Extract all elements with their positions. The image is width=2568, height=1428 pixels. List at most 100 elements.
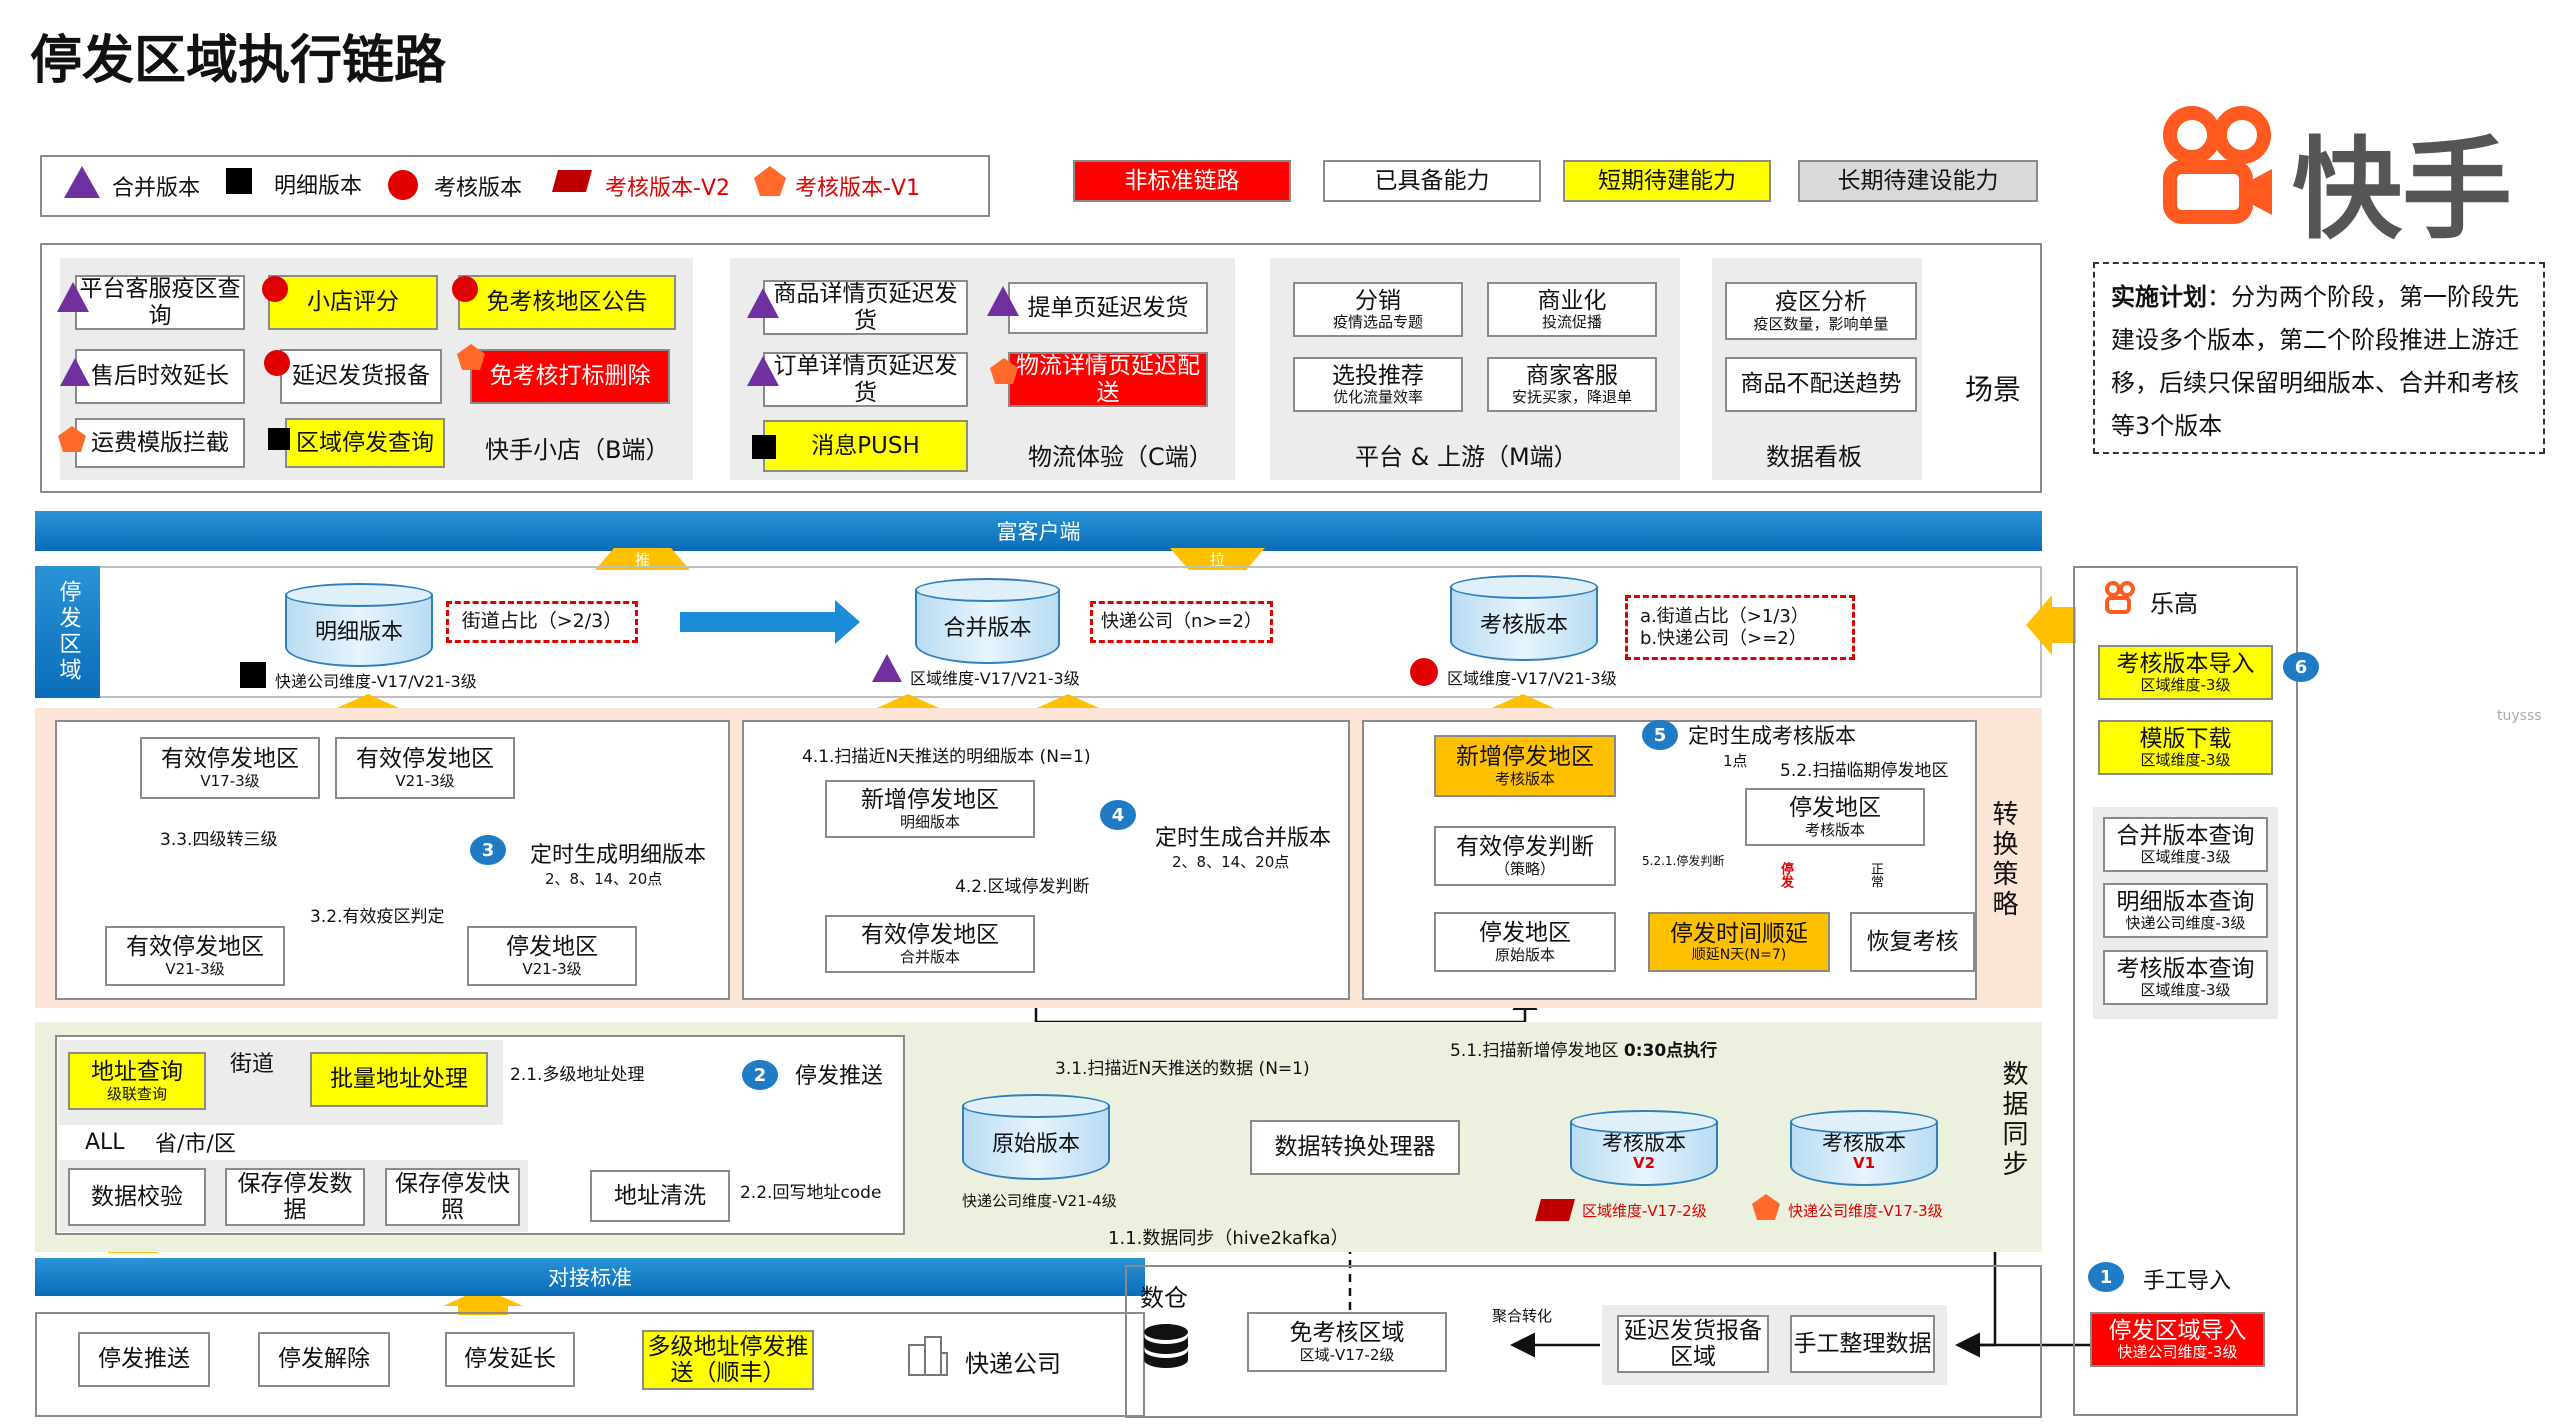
s5-box-2: 有效停发判断（策略）	[1434, 826, 1616, 886]
left-arrow	[2026, 595, 2076, 655]
manual-data-box: 手工整理数据	[1790, 1315, 1935, 1373]
cap-short-term: 短期待建能力	[1563, 160, 1771, 202]
s5-label-1: 5.2.1.停发判断	[1642, 854, 1725, 868]
s4-number: 4	[1100, 800, 1136, 830]
circle-icon	[264, 350, 290, 376]
pull-arrow: 拉	[1170, 548, 1265, 570]
scene-m-3: 商家客服安抚买家，降退单	[1487, 357, 1657, 412]
origin-version-db: 原始版本	[962, 1094, 1110, 1180]
legao-query-0[interactable]: 合并版本查询区域维度-3级	[2103, 817, 2268, 872]
s5-no: 正常	[1868, 862, 1883, 888]
s5-box-6: 恢复考核	[1850, 912, 1975, 972]
agg-label: 聚合转化	[1492, 1307, 1553, 1325]
scene-b-3: 售后时效延长	[75, 349, 245, 404]
assess-dim: 区域维度-V17/V21-3级	[1447, 669, 1617, 688]
scene-c-2: 订单详情页延迟发货	[763, 352, 968, 407]
scenes-label: 场景	[1965, 373, 2022, 406]
scene-b-1: 小店评分	[268, 275, 438, 330]
detail-rule: 街道占比（>2/3）	[446, 601, 638, 643]
scan31-label: 3.1.扫描近N天推送的数据 (N=1)	[1055, 1059, 1310, 1079]
s3-label-1: 3.3.四级转三级	[160, 830, 278, 850]
s4-box-2: 有效停发地区合并版本	[825, 915, 1035, 973]
street-label: 街道	[230, 1052, 275, 1077]
triangle-icon	[747, 356, 779, 386]
legao-title: 乐高	[2150, 590, 2198, 618]
save-data-box: 保存停发数据	[225, 1168, 365, 1226]
s5-scan: 5.2.扫描临期停发地区	[1780, 761, 1949, 781]
push-arrow: 推	[595, 548, 690, 570]
scene-c-4: 消息PUSH	[763, 420, 968, 472]
triangle-icon	[747, 288, 779, 318]
scene-b-6: 运费模版拦截	[75, 418, 245, 468]
merged-rule: 快递公司（n>=2）	[1090, 601, 1273, 643]
s3-time: 2、8、14、20点	[545, 870, 663, 888]
scene-c-1: 提单页延迟发货	[1008, 282, 1208, 334]
circle-icon	[388, 170, 418, 200]
pentagon-icon	[990, 358, 1018, 384]
standard-item-3: 多级地址停发推送（顺丰）	[642, 1330, 814, 1390]
sync11-label: 1.1.数据同步（hive2kafka）	[1108, 1228, 1349, 1249]
rich-client-bar: 富客户端	[35, 511, 2042, 551]
detail-dim: 快递公司维度-V17/V21-3级	[275, 672, 477, 691]
pentagon-icon	[457, 344, 485, 370]
scene-board-0: 疫区分析疫区数量，影响单量	[1725, 282, 1917, 340]
s5-box-4: 停发地区考核版本	[1745, 788, 1925, 846]
legao-panel	[2073, 566, 2298, 1416]
circle-icon	[1410, 658, 1438, 686]
v2-dim: 区域维度-V17-2级	[1582, 1202, 1707, 1220]
s5-at: 1点	[1723, 752, 1748, 770]
plan-label: 实施计划	[2111, 283, 2207, 311]
standard-frame	[35, 1312, 1145, 1417]
detail-version-db: 明细版本	[285, 583, 433, 667]
warehouse-frame	[1125, 1265, 2042, 1418]
scene-b-4: 延迟发货报备	[280, 349, 442, 404]
legao-download[interactable]: 模版下载区域维度-3级	[2098, 720, 2273, 775]
legao-number: 6	[2283, 652, 2319, 682]
origin-dim: 快递公司维度-V21-4级	[962, 1192, 1117, 1210]
standard-bar: 对接标准	[35, 1258, 1145, 1296]
m-end-title: 平台 & 上游（M端）	[1355, 443, 1578, 471]
standard-item-0: 停发推送	[78, 1332, 210, 1387]
scene-m-0: 分销疫情选品专题	[1293, 282, 1463, 337]
page-title: 停发区域执行链路	[30, 31, 447, 91]
pentagon-icon	[1752, 1194, 1780, 1220]
square-icon	[226, 168, 252, 194]
scene-b-0: 平台客服疫区查询	[75, 275, 245, 330]
legao-query-1[interactable]: 明细版本查询快递公司维度-3级	[2103, 883, 2268, 938]
s5-number: 5	[1642, 720, 1678, 750]
brand-name: 快手	[2292, 126, 2512, 254]
s4-label-1: 4.2.区域停发判断	[955, 877, 1090, 897]
clean-box: 地址清洗	[590, 1170, 730, 1222]
strategy-label: 转换策略	[1988, 800, 2018, 920]
manual-label: 手工导入	[2143, 1269, 2232, 1294]
assess-rule: a.街道占比（>1/3）b.快递公司（>=2）	[1625, 595, 1855, 660]
s5-yes: 停发	[1778, 862, 1793, 888]
up-arrow	[1483, 694, 1563, 712]
square-icon	[240, 662, 266, 688]
stop-area-label: 停发区域	[35, 566, 100, 698]
parallelogram-icon	[552, 170, 592, 192]
legao-import[interactable]: 考核版本导入区域维度-3级	[2098, 645, 2273, 700]
all-label: ALL	[85, 1130, 125, 1155]
scene-board-1: 商品不配送趋势	[1725, 357, 1917, 412]
scene-c-0: 商品详情页延迟发货	[763, 280, 968, 335]
database-icon	[1144, 1324, 1188, 1368]
scene-b-2: 免考核地区公告	[458, 275, 676, 330]
legend-detail: 明细版本	[274, 174, 363, 199]
legend-assess-v2: 考核版本-V2	[605, 176, 730, 201]
triangle-icon	[872, 654, 902, 682]
b-end-title: 快手小店（B端）	[485, 436, 670, 464]
standard-item-1: 停发解除	[258, 1332, 390, 1387]
standard-item-2: 停发延长	[445, 1332, 575, 1387]
assess-version-db: 考核版本	[1450, 575, 1598, 661]
writeback-label: 2.2.回写地址code	[740, 1183, 882, 1203]
legao-query-2[interactable]: 考核版本查询区域维度-3级	[2103, 950, 2268, 1005]
triangle-icon	[987, 286, 1019, 316]
s4-time: 2、8、14、20点	[1172, 853, 1290, 871]
save-snap-box: 保存停发快照	[385, 1168, 520, 1226]
sync-label: 数据同步	[1998, 1060, 2028, 1180]
manual-import-box[interactable]: 停发区域导入快递公司维度-3级	[2090, 1312, 2265, 1367]
